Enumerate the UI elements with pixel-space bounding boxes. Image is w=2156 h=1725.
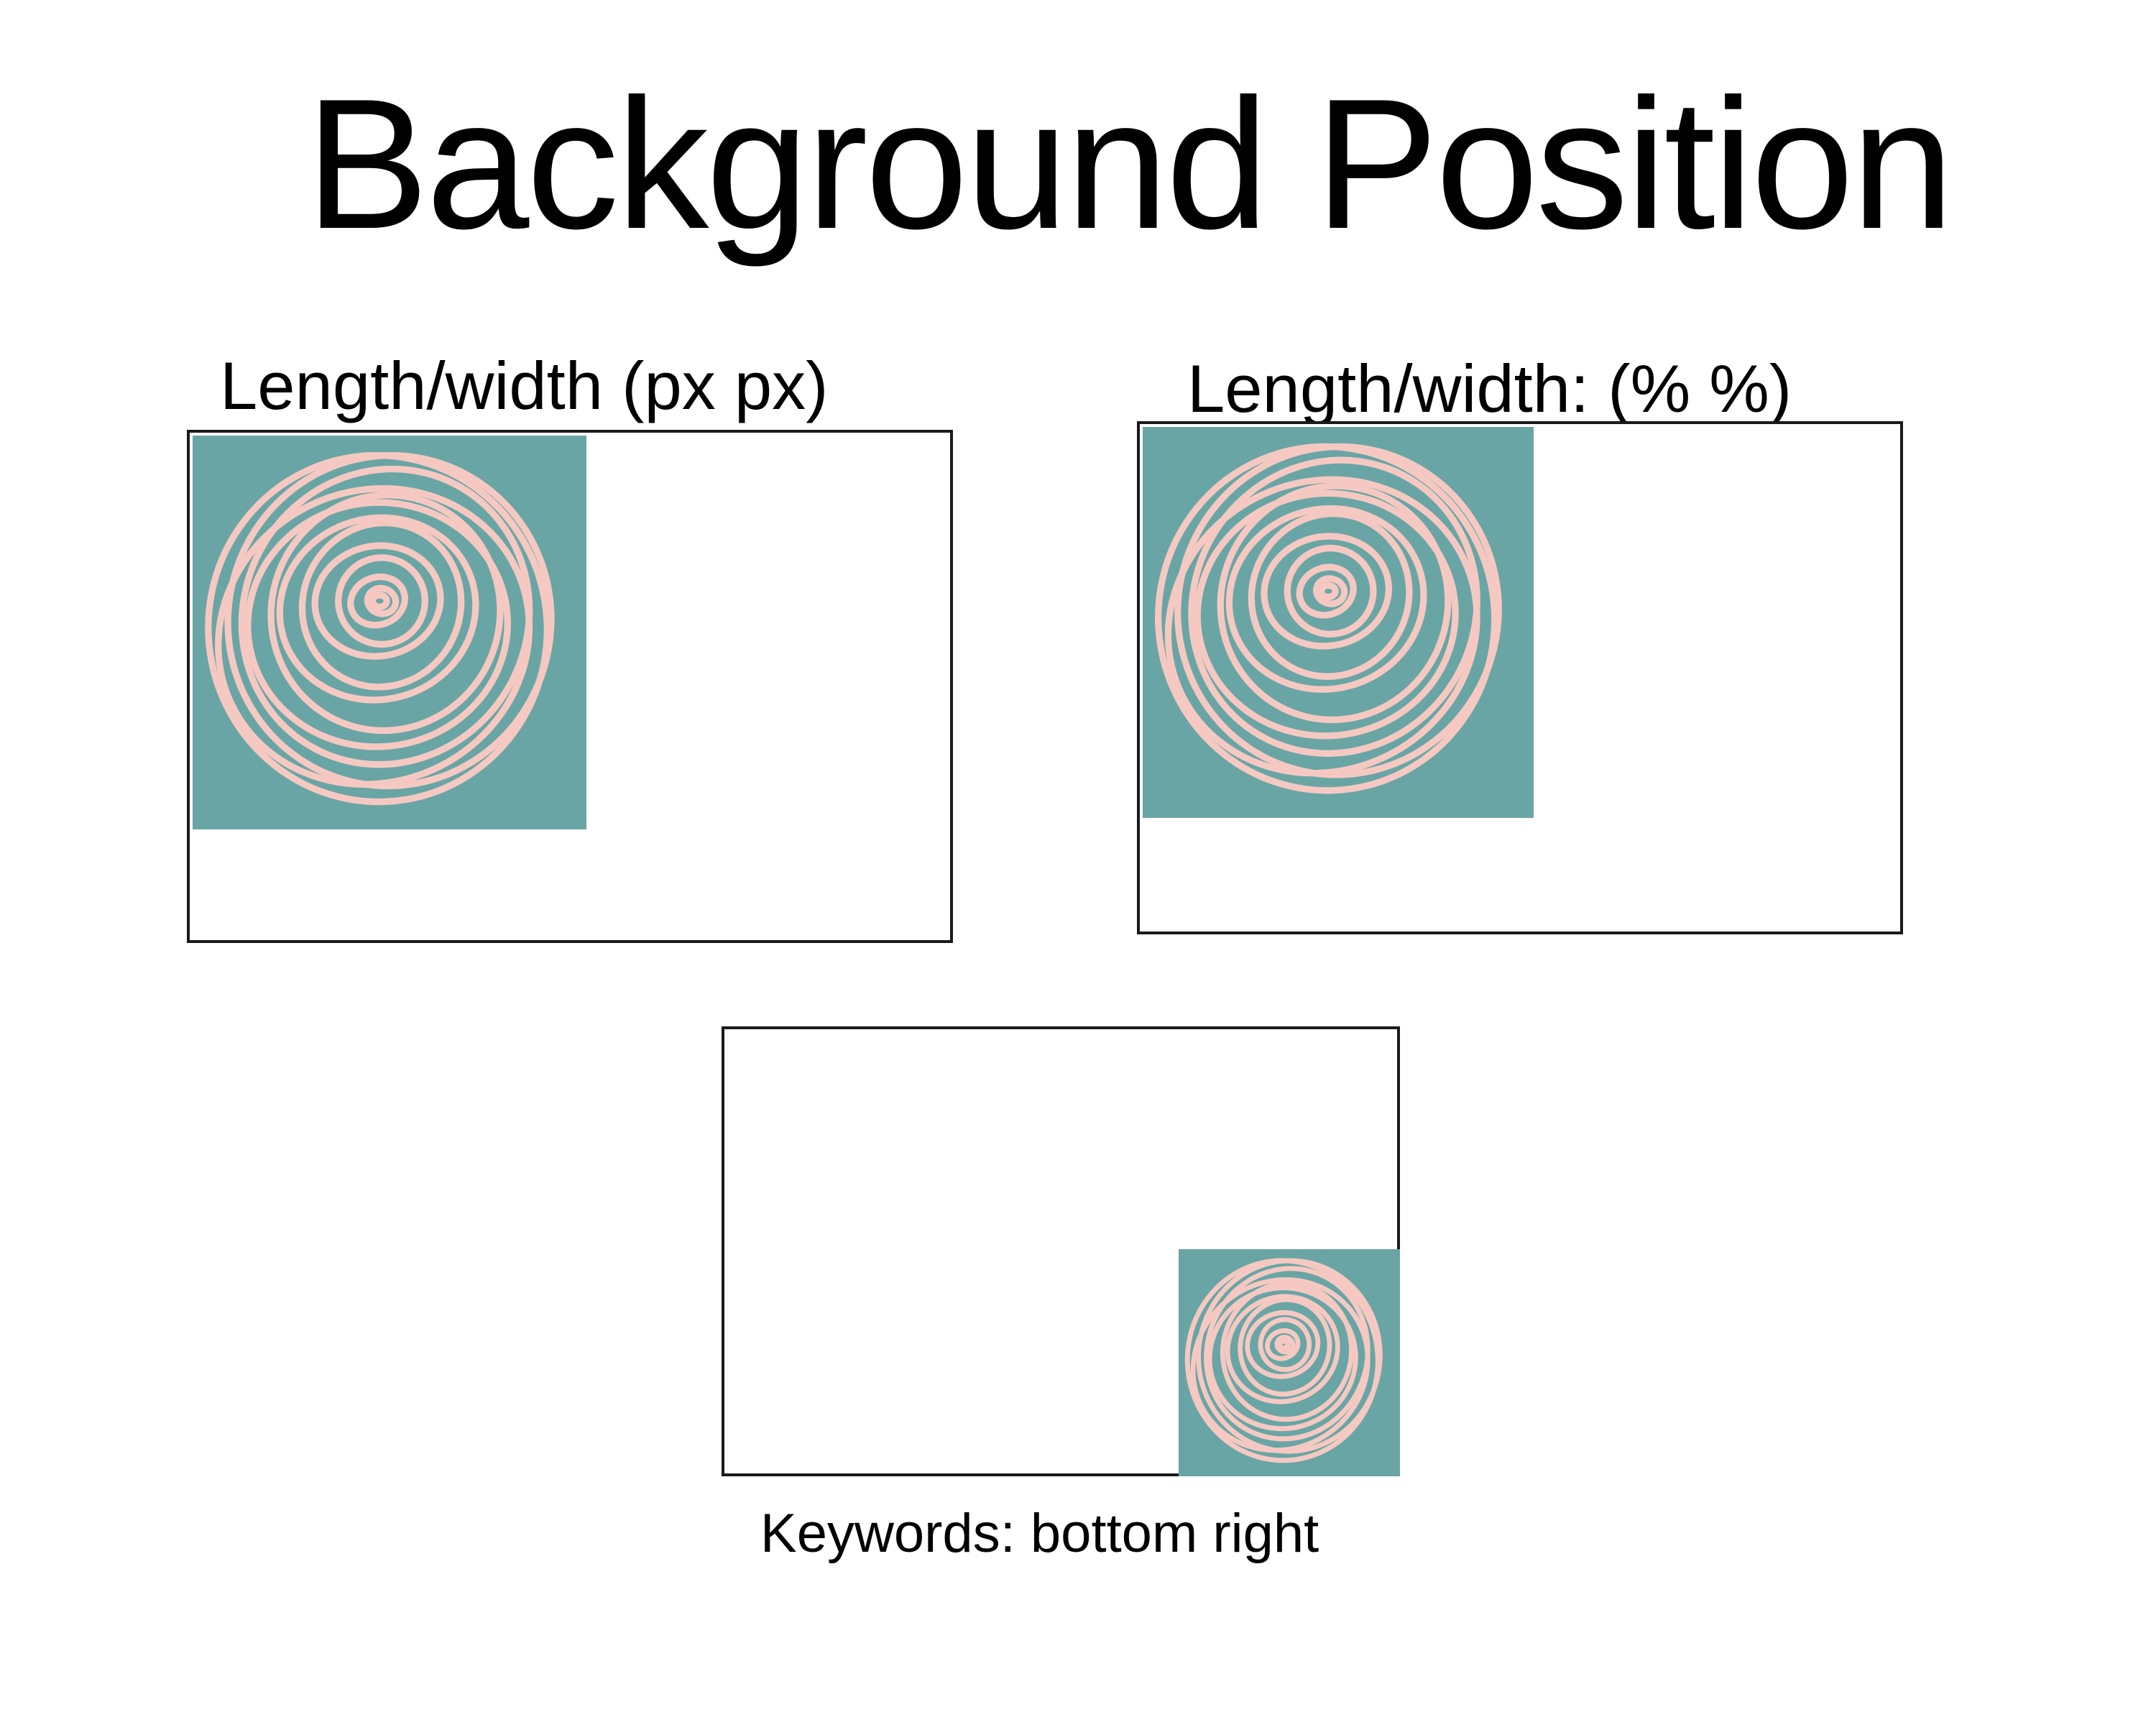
panel-label-keywords: Keywords: bottom right — [760, 1503, 1319, 1564]
background-image-px — [193, 436, 586, 829]
background-image-percent — [1143, 427, 1534, 818]
page-title: Background Position — [305, 60, 1954, 267]
panel-label-percent: Length/width: (% %) — [1187, 351, 1792, 426]
demo-box-px — [187, 430, 953, 943]
demo-box-keywords — [722, 1026, 1400, 1476]
demo-box-percent — [1137, 421, 1903, 934]
panel-label-px: Length/width (px px) — [220, 348, 829, 423]
rose-scribble-icon — [1179, 1249, 1400, 1476]
rose-scribble-icon — [193, 436, 586, 829]
background-image-keywords — [1179, 1249, 1400, 1476]
rose-scribble-icon — [1143, 427, 1534, 818]
